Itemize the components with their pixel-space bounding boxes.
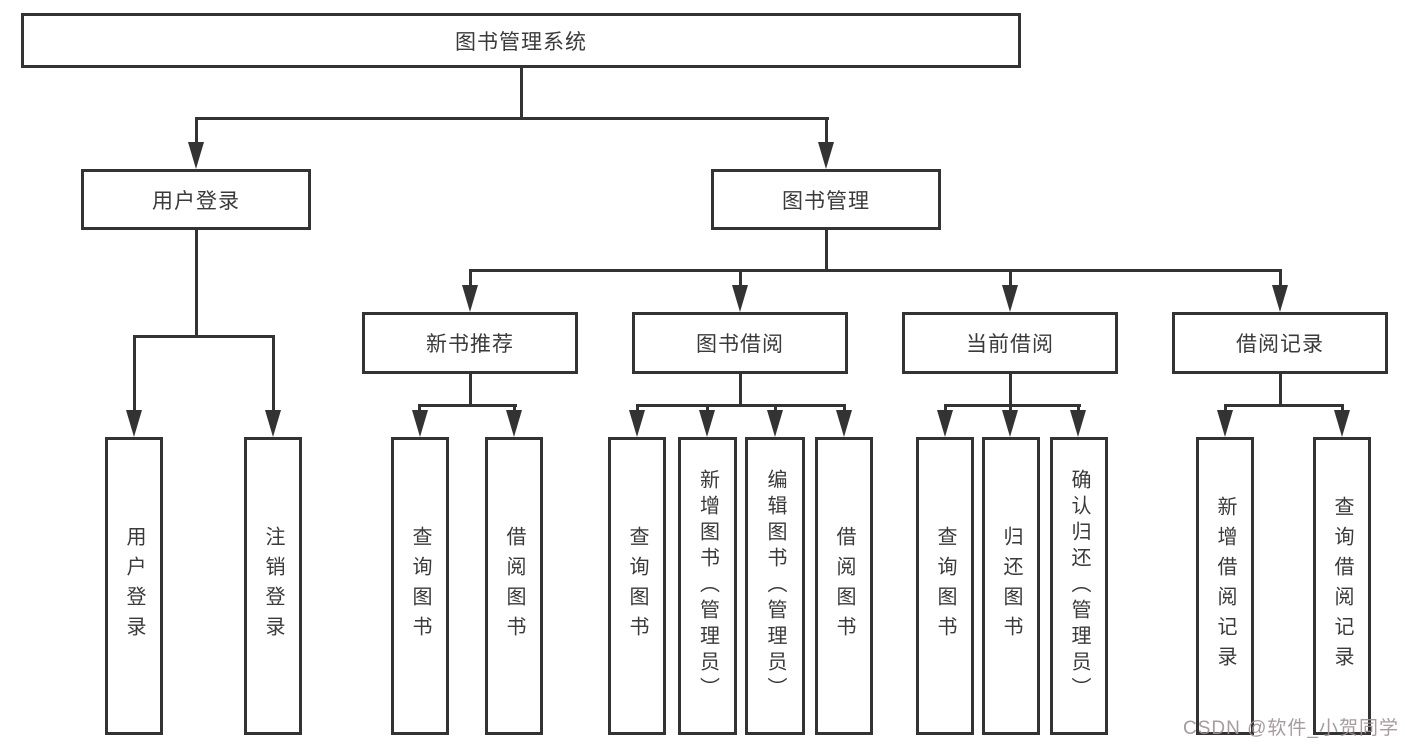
- connector-line: [133, 335, 136, 412]
- connector-line: [1279, 374, 1282, 406]
- leaf-records-query-record: 查询借阅记录: [1313, 437, 1371, 735]
- leaf-current-return-books-label: 归还图书: [1000, 526, 1022, 646]
- connector-line: [636, 404, 846, 407]
- node-current-borrow-label: 当前借阅: [966, 333, 1054, 356]
- connector-line: [1009, 404, 1012, 414]
- connector-line: [944, 404, 947, 414]
- arrow-down-icon: [1272, 285, 1288, 312]
- arrow-down-icon: [126, 410, 142, 437]
- leaf-current-query-books: 查询图书: [916, 437, 974, 735]
- node-root-label: 图书管理系统: [455, 30, 587, 54]
- leaf-logout-label: 注销登录: [262, 526, 284, 646]
- connector-line: [636, 404, 639, 414]
- leaf-records-query-record-label: 查询借阅记录: [1331, 496, 1353, 676]
- connector-line: [825, 230, 828, 271]
- connector-line: [825, 117, 828, 144]
- node-user-login: 用户登录: [81, 169, 311, 230]
- connector-line: [774, 404, 777, 414]
- connector-line: [1341, 404, 1344, 414]
- arrow-down-icon: [1002, 410, 1018, 437]
- node-user-login-label: 用户登录: [152, 189, 240, 213]
- leaf-recommend-query-books-label: 查询图书: [409, 526, 431, 646]
- connector-line: [418, 404, 421, 414]
- leaf-borrow-borrow-books-label: 借阅图书: [833, 526, 855, 646]
- leaf-records-add-record-label: 新增借阅记录: [1214, 496, 1236, 676]
- connector-line: [513, 404, 516, 414]
- arrow-down-icon: [836, 410, 852, 437]
- leaf-borrow-edit-books-admin: 编辑图书（管理员）: [745, 437, 805, 735]
- leaf-borrow-add-books-admin-label: 新增图书（管理员）: [696, 469, 719, 703]
- node-new-book-recommend-label: 新书推荐: [426, 333, 514, 356]
- leaf-borrow-query-books: 查询图书: [608, 437, 666, 735]
- connector-line: [1224, 404, 1344, 407]
- node-book-borrow: 图书借阅: [632, 312, 848, 374]
- connector-line: [469, 269, 1282, 272]
- connector-line: [520, 67, 523, 119]
- leaf-borrow-edit-books-admin-label: 编辑图书（管理员）: [764, 469, 786, 703]
- arrow-down-icon: [767, 410, 783, 437]
- connector-line: [706, 404, 709, 414]
- arrow-down-icon: [732, 285, 748, 312]
- connector-line: [469, 269, 472, 287]
- arrow-down-icon: [462, 285, 478, 312]
- leaf-logout: 注销登录: [244, 437, 302, 735]
- node-root-library-system: 图书管理系统: [21, 13, 1021, 68]
- csdn-watermark: CSDN @软件_小贺同学: [1183, 718, 1399, 739]
- connector-line: [843, 404, 846, 414]
- node-current-borrow: 当前借阅: [902, 312, 1118, 374]
- leaf-user-login: 用户登录: [105, 437, 163, 735]
- arrow-down-icon: [629, 410, 645, 437]
- node-book-management-label: 图书管理: [782, 189, 870, 213]
- connector-line: [1009, 374, 1012, 406]
- arrow-down-icon: [1334, 410, 1350, 437]
- connector-line: [1279, 269, 1282, 287]
- node-new-book-recommend: 新书推荐: [362, 312, 578, 374]
- leaf-user-login-label: 用户登录: [123, 526, 145, 646]
- arrow-down-icon: [699, 410, 715, 437]
- leaf-borrow-borrow-books: 借阅图书: [815, 437, 873, 735]
- connector-line: [195, 230, 198, 337]
- leaf-records-add-record: 新增借阅记录: [1196, 437, 1254, 735]
- connector-line: [1009, 269, 1012, 287]
- arrow-down-icon: [506, 410, 522, 437]
- leaf-borrow-add-books-admin: 新增图书（管理员）: [678, 437, 737, 735]
- node-book-management: 图书管理: [711, 169, 941, 230]
- leaf-current-query-books-label: 查询图书: [934, 526, 956, 646]
- connector-line: [133, 335, 275, 338]
- leaf-recommend-query-books: 查询图书: [391, 437, 449, 735]
- connector-line: [944, 404, 1081, 407]
- connector-line: [739, 374, 742, 406]
- leaf-borrow-query-books-label: 查询图书: [626, 526, 648, 646]
- arrow-down-icon: [937, 410, 953, 437]
- leaf-current-return-books: 归还图书: [982, 437, 1040, 735]
- connector-line: [1224, 404, 1227, 414]
- leaf-current-confirm-return-admin-label: 确认归还（管理员）: [1068, 469, 1090, 703]
- arrow-down-icon: [1070, 410, 1086, 437]
- arrow-down-icon: [818, 142, 834, 169]
- connector-line: [195, 117, 198, 144]
- connector-line: [272, 335, 275, 412]
- leaf-recommend-borrow-books-label: 借阅图书: [503, 526, 525, 646]
- connector-line: [195, 117, 829, 120]
- leaf-recommend-borrow-books: 借阅图书: [485, 437, 543, 735]
- node-book-borrow-label: 图书借阅: [696, 333, 784, 356]
- arrow-down-icon: [1002, 285, 1018, 312]
- node-borrow-records-label: 借阅记录: [1236, 333, 1324, 356]
- connector-line: [418, 404, 517, 407]
- arrow-down-icon: [188, 142, 204, 169]
- connector-line: [1077, 404, 1080, 414]
- connector-line: [469, 374, 472, 406]
- arrow-down-icon: [265, 410, 281, 437]
- connector-line: [739, 269, 742, 287]
- arrow-down-icon: [1217, 410, 1233, 437]
- node-borrow-records: 借阅记录: [1172, 312, 1388, 374]
- arrow-down-icon: [412, 410, 428, 437]
- leaf-current-confirm-return-admin: 确认归还（管理员）: [1050, 437, 1108, 735]
